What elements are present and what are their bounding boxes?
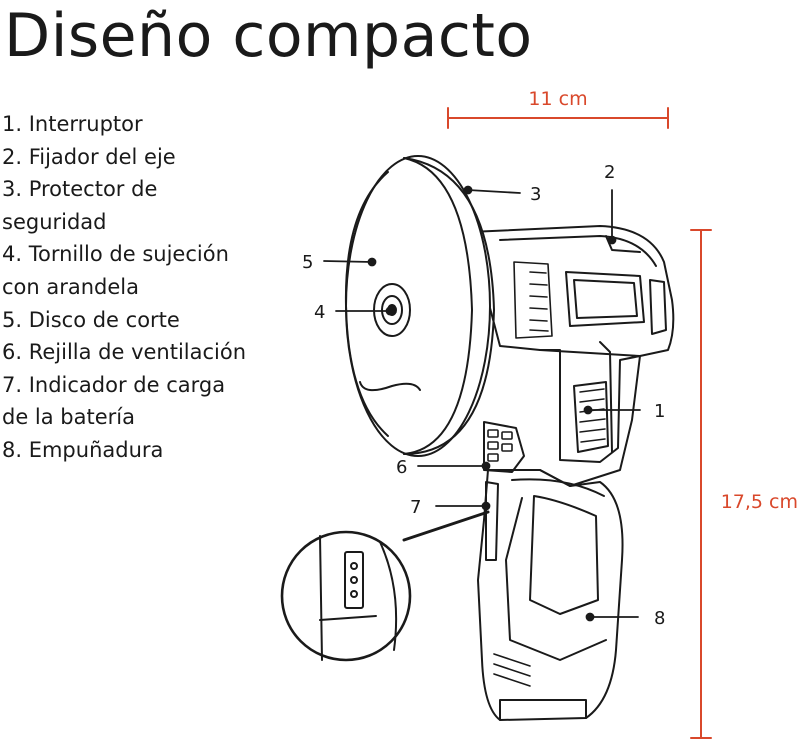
motor-housing (469, 225, 675, 357)
height-dimension (690, 229, 712, 739)
parts-list-line: 7. Indicador de carga (2, 372, 226, 397)
handle-upper (539, 341, 641, 487)
parts-list-line: 8. Empuñadura (2, 437, 164, 462)
callout-3: 3 (530, 184, 541, 205)
cutting-disc (344, 171, 421, 437)
width-label: 11 cm (528, 88, 587, 110)
callout-4: 4 (314, 302, 325, 323)
callout-6: 6 (396, 457, 407, 478)
parts-list-line: con arandela (2, 274, 140, 299)
parts-list-line: 2. Fijador del eje (2, 144, 176, 169)
width-dimension (447, 107, 669, 129)
callout-7: 7 (410, 497, 421, 518)
callout-leaders (323, 185, 641, 622)
callout-2: 2 (604, 162, 615, 183)
parts-list-line: 5. Disco de corte (2, 307, 180, 332)
page-title: Diseño compacto (4, 1, 533, 71)
parts-list-line: 3. Protector de (2, 177, 158, 202)
battery-indicator-zoom (280, 510, 490, 662)
callout-8: 8 (654, 608, 665, 629)
height-label: 17,5 cm (721, 491, 798, 513)
parts-list-line: 4. Tornillo de sujeción (2, 242, 229, 267)
parts-list-line: 1. Interruptor (2, 112, 143, 136)
grip-body (477, 469, 624, 721)
parts-list: 1. Interruptor 2. Fijador del eje 3. Pro… (2, 108, 294, 467)
parts-list-line: seguridad (2, 209, 107, 234)
parts-list-line: de la batería (2, 405, 135, 430)
parts-list-line: 6. Rejilla de ventilación (2, 340, 247, 365)
callout-5: 5 (302, 252, 313, 273)
power-switch (573, 381, 609, 453)
callout-1: 1 (654, 401, 665, 422)
ventilation-grille (483, 421, 525, 473)
